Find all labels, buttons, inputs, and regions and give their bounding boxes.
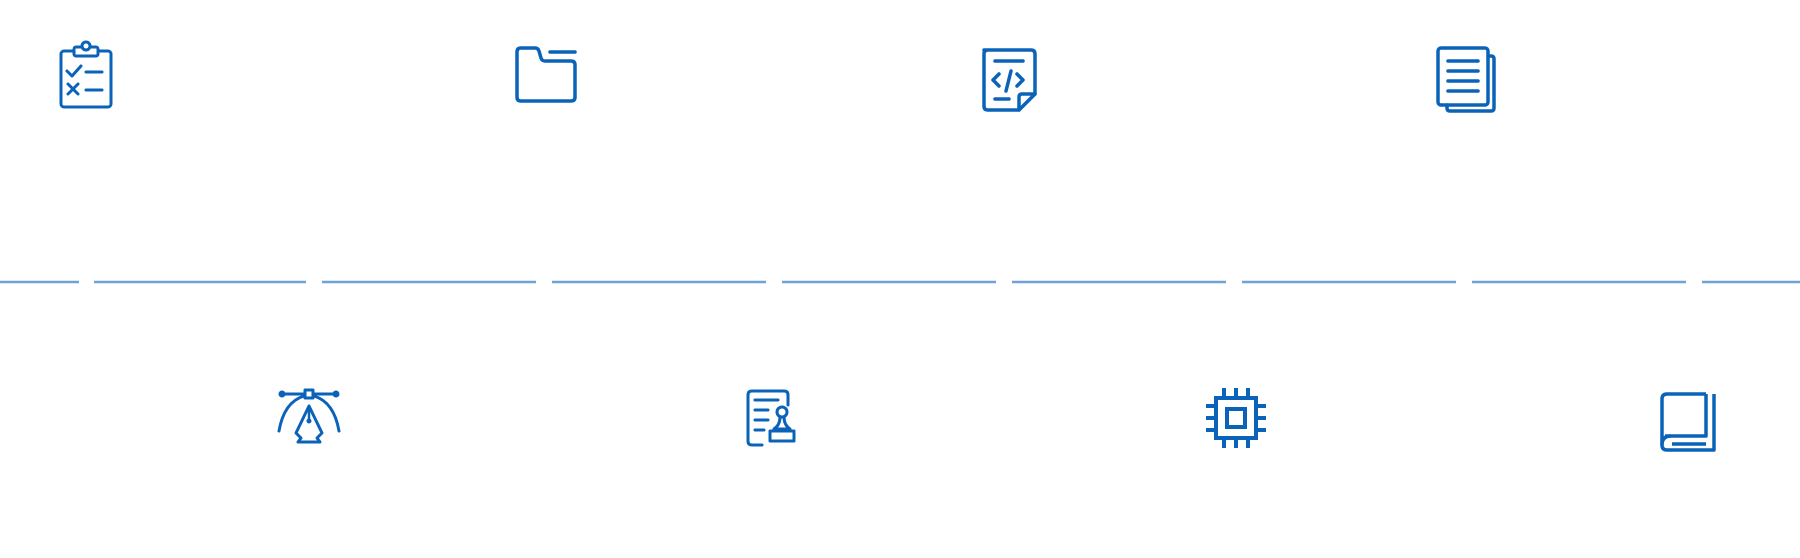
folder-icon <box>512 44 580 104</box>
book-icon <box>1658 392 1718 454</box>
cpu-chip-icon <box>1204 386 1268 450</box>
code-document-icon <box>978 45 1042 113</box>
clipboard-checklist-icon <box>58 40 118 110</box>
dashed-divider <box>0 278 1800 286</box>
pen-tool-icon <box>276 388 342 448</box>
copy-documents-icon <box>1434 45 1498 115</box>
document-stamp-icon <box>744 389 798 447</box>
